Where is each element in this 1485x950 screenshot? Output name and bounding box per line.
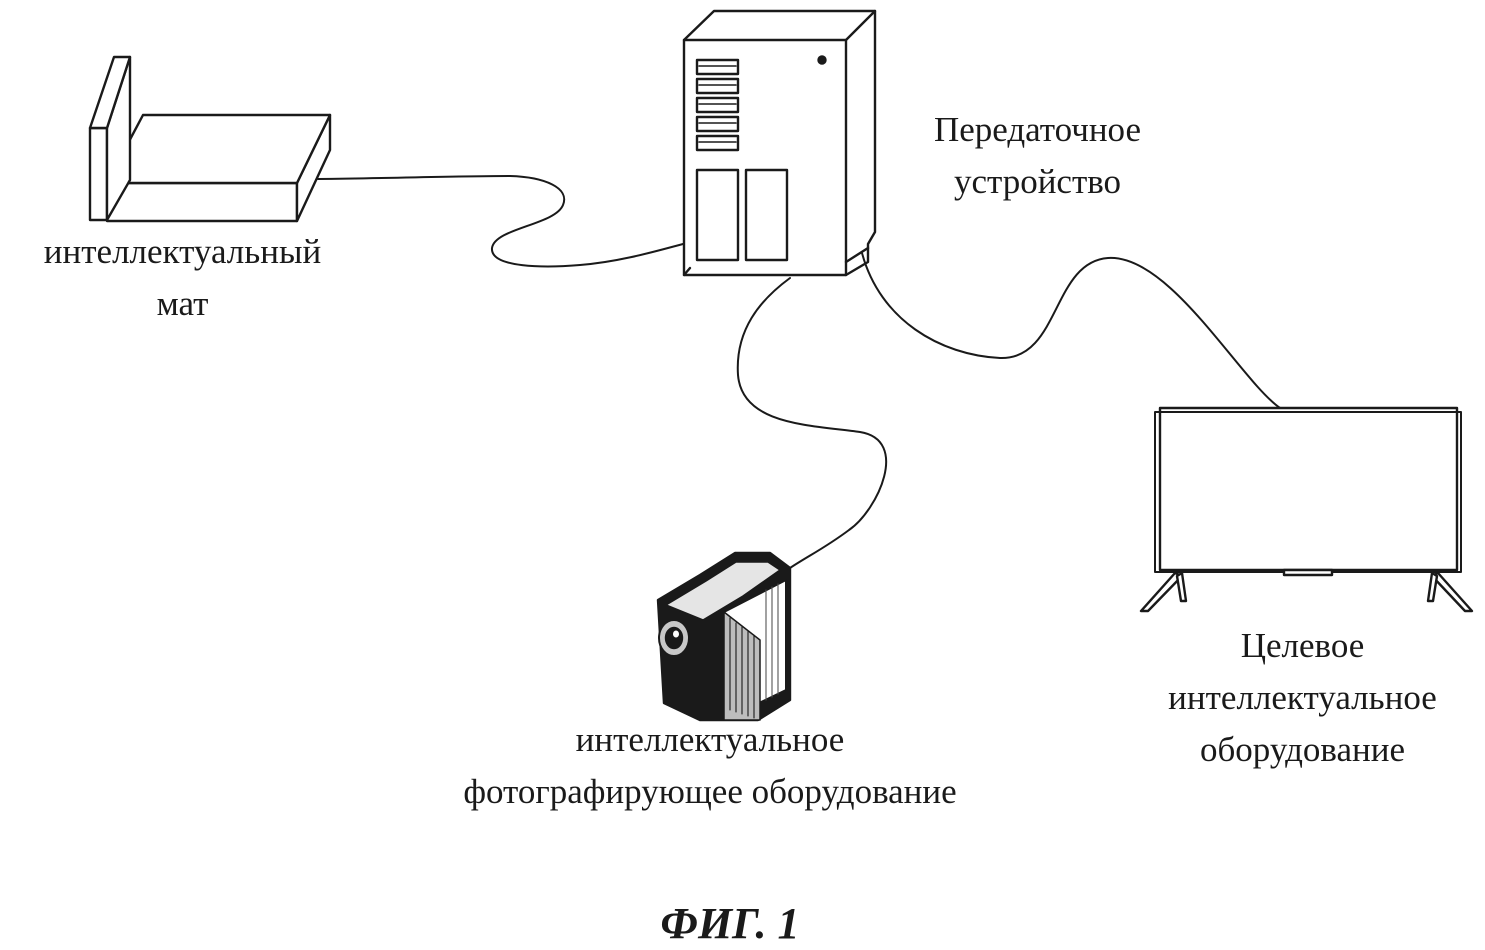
mat-label-line-1: интеллектуальный [43,232,322,271]
target-label-line-2: интеллектуальное [1168,678,1437,717]
mat-label: интеллектуальный мат [0,226,365,330]
target-label: Целевое интеллектуальное оборудование [1120,620,1485,776]
camera-label-line-1: интеллектуальное [575,720,845,759]
transfer-label-line-1: Передаточное [933,110,1142,149]
transfer-label: Передаточное устройство [895,104,1180,208]
mat-device [88,55,332,223]
mat-label-line-2: мат [156,284,209,323]
figure-caption: ФИГ. 1 [660,899,800,948]
target-label-line-3: оборудование [1199,730,1406,769]
server-device [682,9,877,277]
transfer-label-line-2: устройство [953,162,1122,201]
cables [317,175,1281,569]
camera-label: интеллектуальное фотографирующее оборудо… [380,714,1040,818]
camera-device [656,551,792,722]
tv-device [1139,406,1474,613]
camera-label-line-2: фотографирующее оборудование [463,772,957,811]
target-label-line-1: Целевое [1240,626,1365,665]
